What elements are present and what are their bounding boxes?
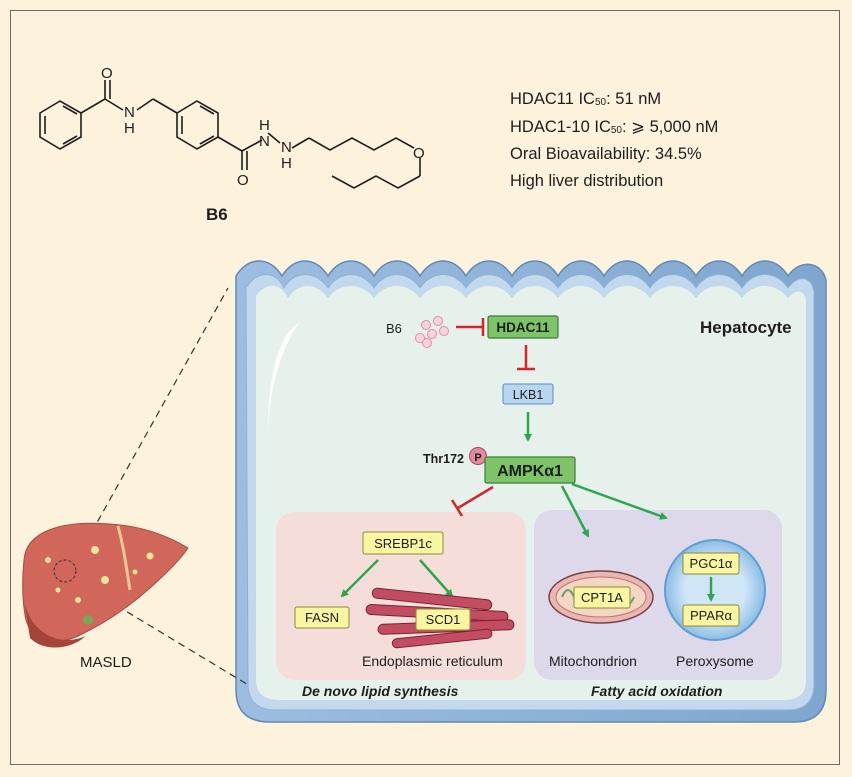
ppara-label: PPARα [690, 608, 732, 623]
liver-distribution: High liver distribution [510, 172, 664, 190]
cell-highlight [268, 322, 300, 430]
pgc1a-node [682, 552, 740, 575]
hdac11-label: HDAC11 [496, 320, 550, 335]
atom-o: O [237, 172, 249, 189]
hdac11-node [487, 315, 559, 339]
phospho-badge [469, 447, 487, 465]
b6-atom-labels: O N H H N N H O O [101, 65, 425, 189]
er-label: Endoplasmic reticulum [362, 653, 503, 669]
hepatocyte-label: Hepatocyte [700, 318, 792, 337]
hdac1-10-ic50: HDAC1-10 IC50: ⩾ 5,000 nM [510, 118, 719, 136]
lkb1-node [502, 383, 554, 405]
atom-h: H [281, 155, 292, 172]
b6-inhibits-hdac11 [456, 318, 485, 336]
mitochondrion-label: Mitochondrion [549, 653, 637, 669]
fatty-acid-oxidation-label: Fatty acid oxidation [591, 683, 722, 699]
oral-bioavailability: Oral Bioavailability: 34.5% [510, 145, 702, 163]
cpt1a-label: CPT1A [581, 590, 623, 605]
zoom-lines [79, 287, 251, 687]
pgc1a-label: PGC1α [690, 556, 733, 571]
hdac11-ic50: HDAC11 IC50: 51 nM [510, 90, 662, 108]
ampk-node [484, 456, 576, 484]
drug-b6-label: B6 [386, 321, 402, 336]
scd1-label: SCD1 [426, 612, 461, 627]
ampk-label: AMPKα1 [497, 463, 563, 480]
b6-structure [39, 80, 421, 189]
scd1-node [415, 608, 471, 631]
ampk-activates-peroxisome [571, 482, 668, 520]
atom-h: H [259, 117, 270, 134]
lkb1-label: LKB1 [513, 388, 544, 402]
compound-name: B6 [206, 205, 228, 224]
liver-label: MASLD [80, 654, 132, 671]
fasn-label: FASN [305, 610, 339, 625]
ppara-node [682, 604, 740, 627]
phospho-label: P [474, 452, 481, 464]
liver-icon [22, 522, 189, 648]
srebp1c-activates-fasn [340, 559, 379, 598]
cpt1a-node [573, 586, 631, 609]
atom-n: N [124, 104, 135, 121]
atom-h: H [124, 120, 135, 137]
atom-o: O [413, 145, 425, 162]
srebp1c-activates-scd1 [419, 559, 454, 598]
hdac11-inhibits-lkb1 [517, 345, 535, 371]
lipid-synthesis-label: De novo lipid synthesis [302, 683, 459, 699]
benzene-ring-1 [39, 100, 82, 150]
benzene-ring-2 [176, 100, 219, 150]
peroxisome-label: Peroxysome [676, 653, 754, 669]
srebp1c-node [362, 531, 444, 555]
srebp1c-label: SREBP1c [374, 536, 432, 551]
atom-n: N [259, 133, 270, 150]
ampk-inhibits-srebp1c [450, 485, 494, 517]
drug-particles [415, 316, 449, 348]
thr172-label: Thr172 [423, 452, 464, 466]
ampk-activates-mitochondrion [560, 485, 590, 538]
atom-n: N [281, 139, 292, 156]
fasn-node [294, 606, 350, 629]
atom-o: O [101, 65, 113, 82]
